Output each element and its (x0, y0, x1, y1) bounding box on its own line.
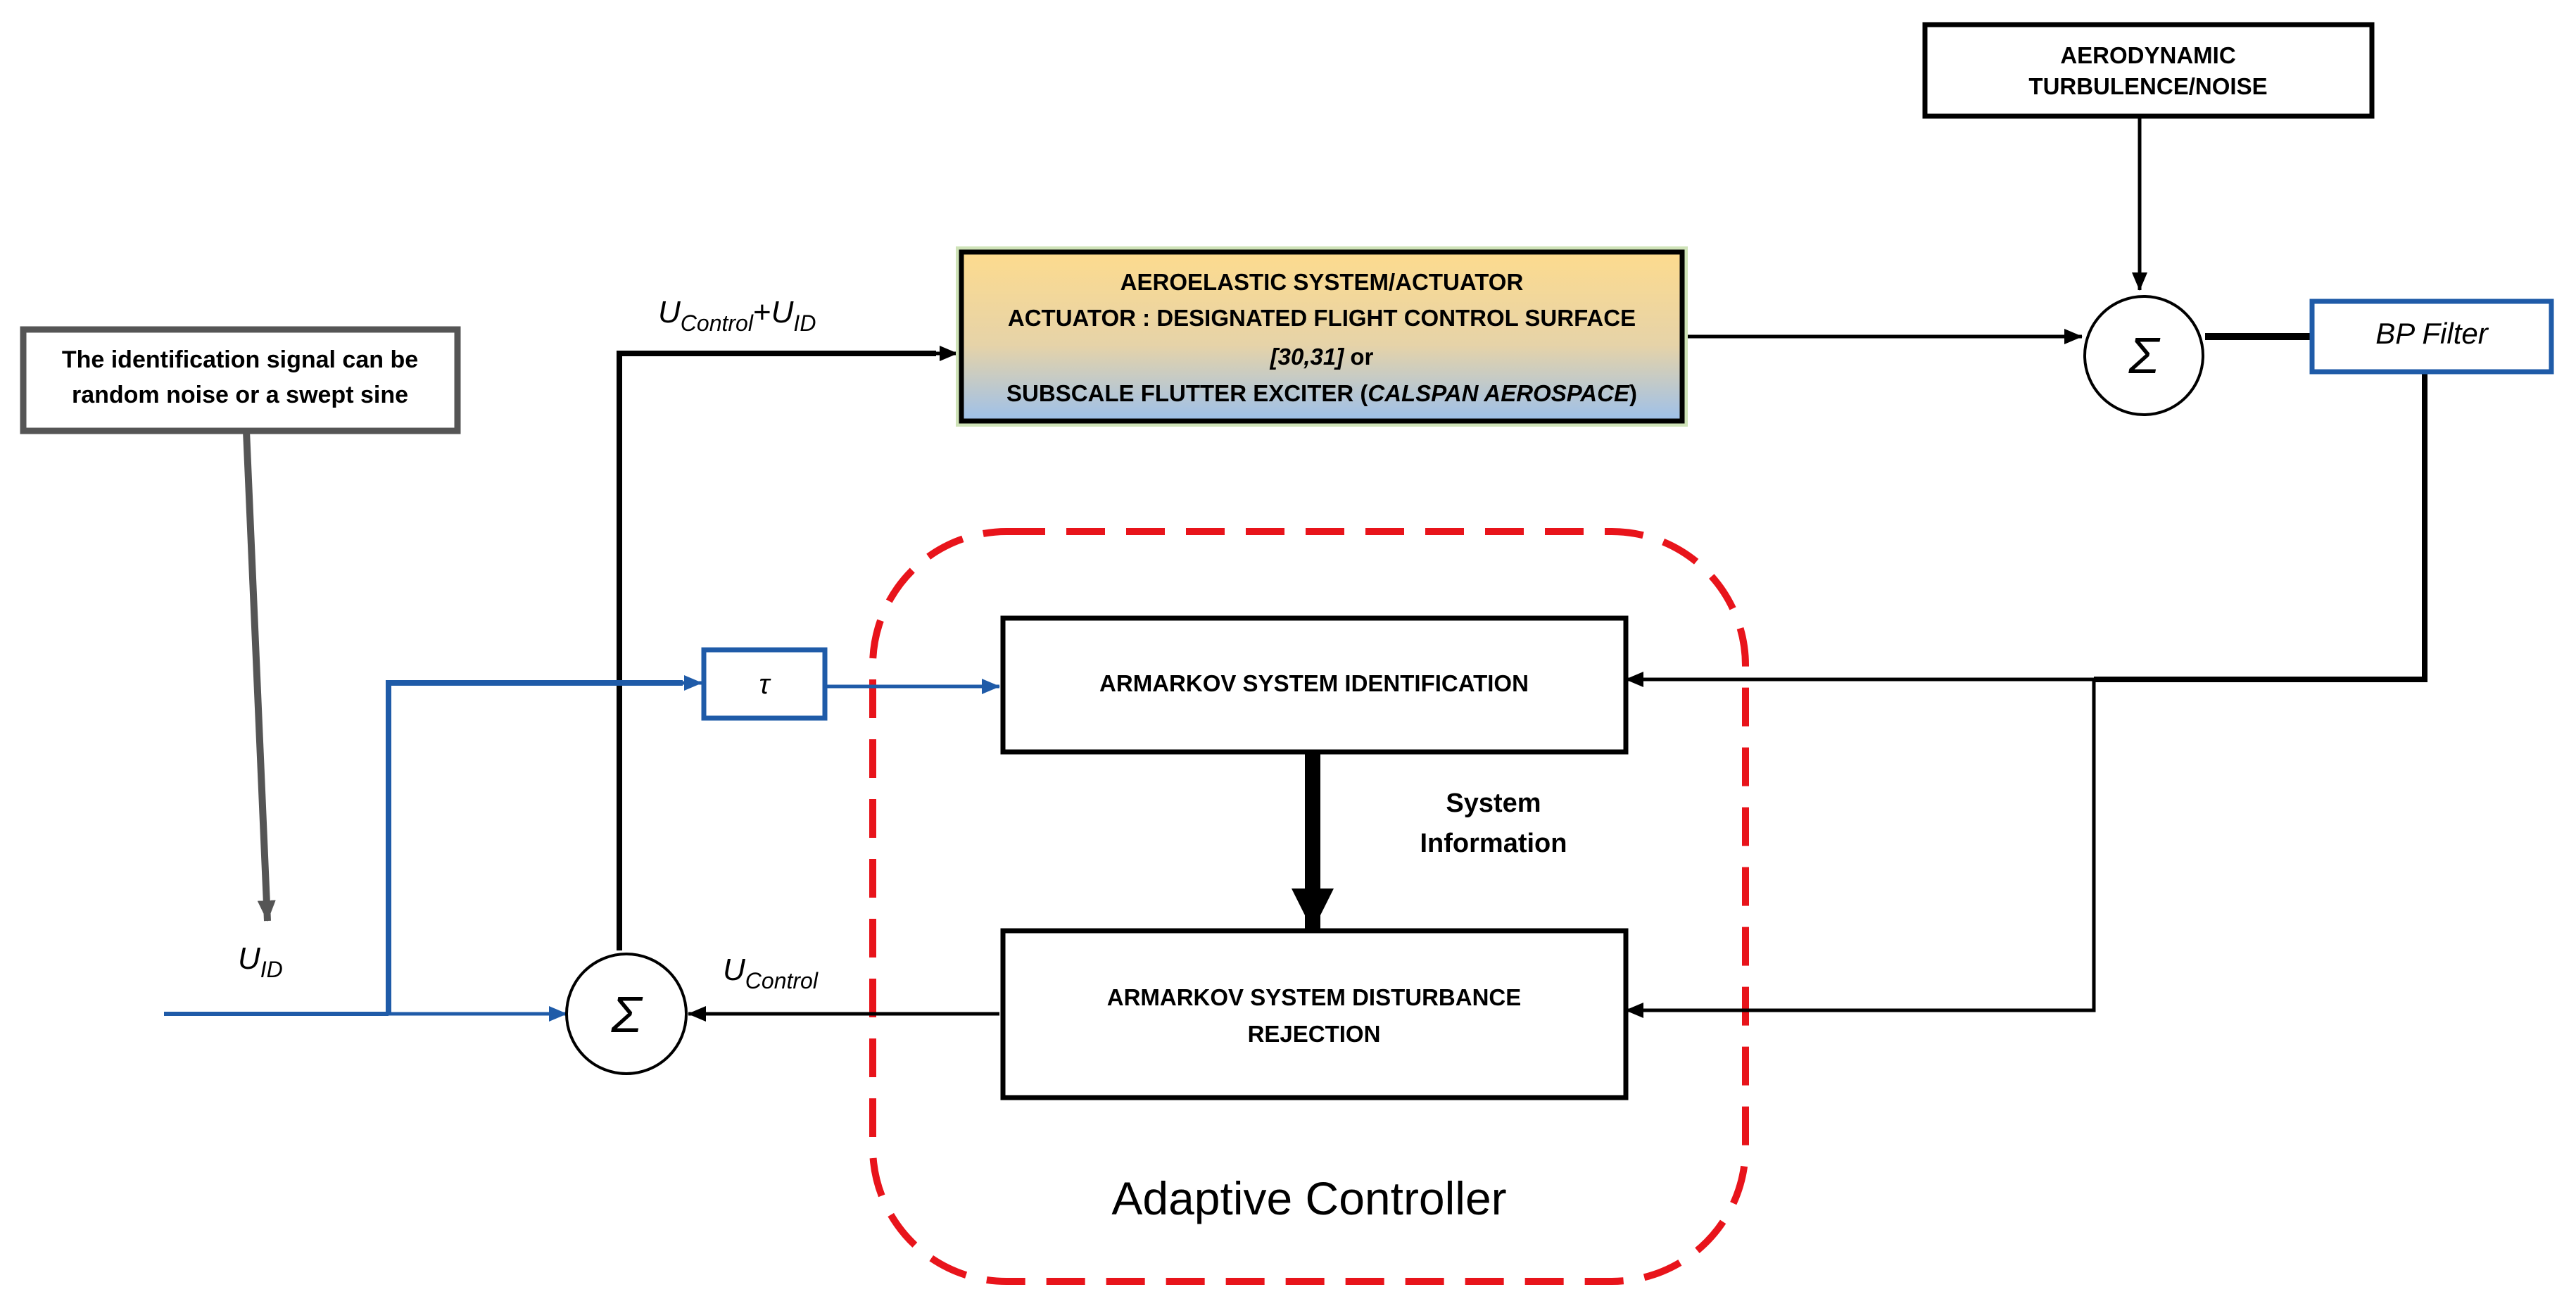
identification-note: The identification signal can be random … (20, 326, 461, 434)
aeroelastic-block: AEROELASTIC SYSTEM/ACTUATOR ACTUATOR : D… (956, 246, 1688, 427)
turbulence-label-line2: TURBULENCE/NOISE (2028, 73, 2267, 99)
bp-filter-block: BP Filter (2309, 299, 2554, 375)
armarkov-identification-label: ARMARKOV SYSTEM IDENTIFICATION (1099, 670, 1529, 696)
combined-signal-line (617, 351, 936, 950)
tau-label: τ (759, 669, 772, 700)
adaptive-controller-label: Adaptive Controller (1111, 1172, 1506, 1224)
summing-junction-top: Σ (2083, 295, 2204, 416)
summing-symbol-bottom: Σ (610, 987, 643, 1043)
summing-junction-bottom: Σ (565, 953, 688, 1075)
ucontrol-label: UControl (723, 953, 819, 993)
ucontrol-plus-uid-label: UControl+UID (658, 295, 816, 336)
aeroelastic-label-line4: SUBSCALE FLUTTER EXCITER (CALSPAN AEROSP… (1006, 380, 1637, 406)
note-line2: random noise or a swept sine (72, 382, 408, 408)
uid-label: UID (238, 941, 283, 982)
armarkov-identification-block: ARMARKOV SYSTEM IDENTIFICATION (1000, 615, 1629, 755)
aeroelastic-label-line2: ACTUATOR : DESIGNATED FLIGHT CONTROL SUR… (1008, 305, 1636, 331)
armarkov-rejection-line1: ARMARKOV SYSTEM DISTURBANCE (1107, 984, 1522, 1010)
system-info-line1: System (1446, 789, 1541, 818)
armarkov-rejection-block: ARMARKOV SYSTEM DISTURBANCE REJECTION (1000, 928, 1629, 1100)
turbulence-block: AERODYNAMIC TURBULENCE/NOISE (1922, 22, 2375, 119)
uid-branch-line (386, 680, 683, 1014)
summing-symbol-top: Σ (2128, 328, 2161, 384)
feedback-branch-line (1640, 679, 2096, 1012)
bp-filter-label: BP Filter (2375, 317, 2489, 350)
turbulence-label-line1: AERODYNAMIC (2060, 42, 2235, 68)
aeroelastic-label-line1: AEROELASTIC SYSTEM/ACTUATOR (1120, 269, 1524, 295)
aeroelastic-label-line3: [30,31] or (1270, 344, 1374, 370)
armarkov-rejection-line2: REJECTION (1248, 1021, 1381, 1047)
tau-delay-block: τ (701, 647, 828, 721)
note-line1: The identification signal can be (62, 346, 418, 373)
system-info-line2: Information (1420, 829, 1567, 858)
note-arrow (243, 430, 276, 922)
adaptive-controller-region (869, 528, 1749, 1285)
bpfilter-feedback-line (2094, 372, 2427, 682)
